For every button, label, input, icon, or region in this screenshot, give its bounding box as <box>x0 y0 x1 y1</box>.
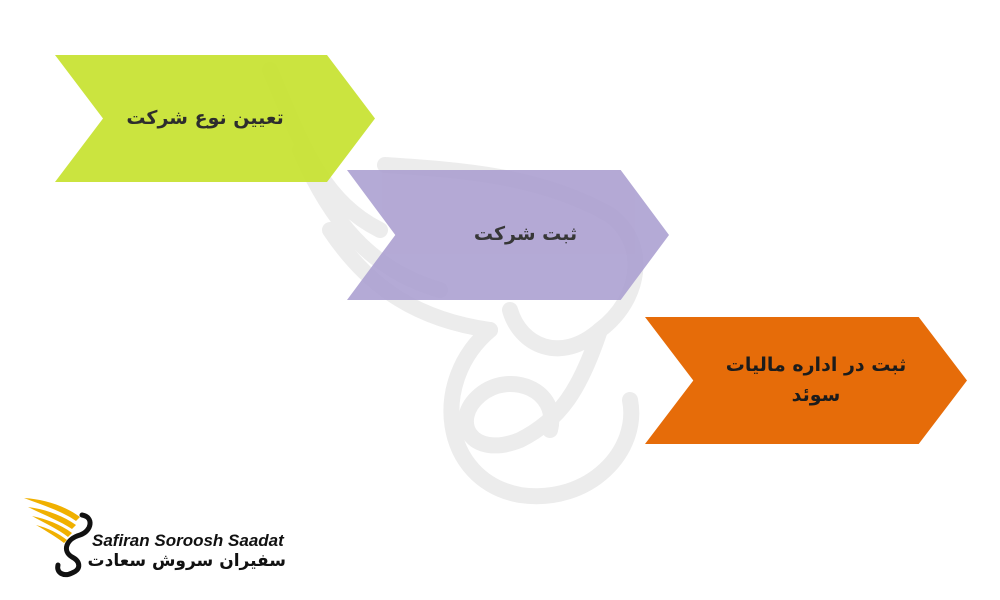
step-determine-company-type: تعیین نوع شرکت <box>55 55 375 182</box>
logo-name-persian: سفیران سروش سعادت <box>87 551 286 571</box>
step-register-company: ثبت شرکت <box>347 170 669 300</box>
step-label-line-2: سوئد <box>791 383 841 406</box>
step-label: تعیین نوع شرکت <box>126 106 284 129</box>
logo-name-english: Safiran Soroosh Saadat <box>92 531 284 550</box>
step-label: ثبت در اداره مالیات سوئد <box>706 351 906 410</box>
company-logo: Safiran Soroosh Saadat سفیران سروش سعادت <box>22 493 292 583</box>
step-label: ثبت شرکت <box>473 223 578 246</box>
step-register-swedish-tax: ثبت در اداره مالیات سوئد <box>645 317 967 444</box>
winged-s-logo-icon <box>24 498 93 578</box>
step-label-line-1: ثبت در اداره مالیات <box>725 354 907 377</box>
